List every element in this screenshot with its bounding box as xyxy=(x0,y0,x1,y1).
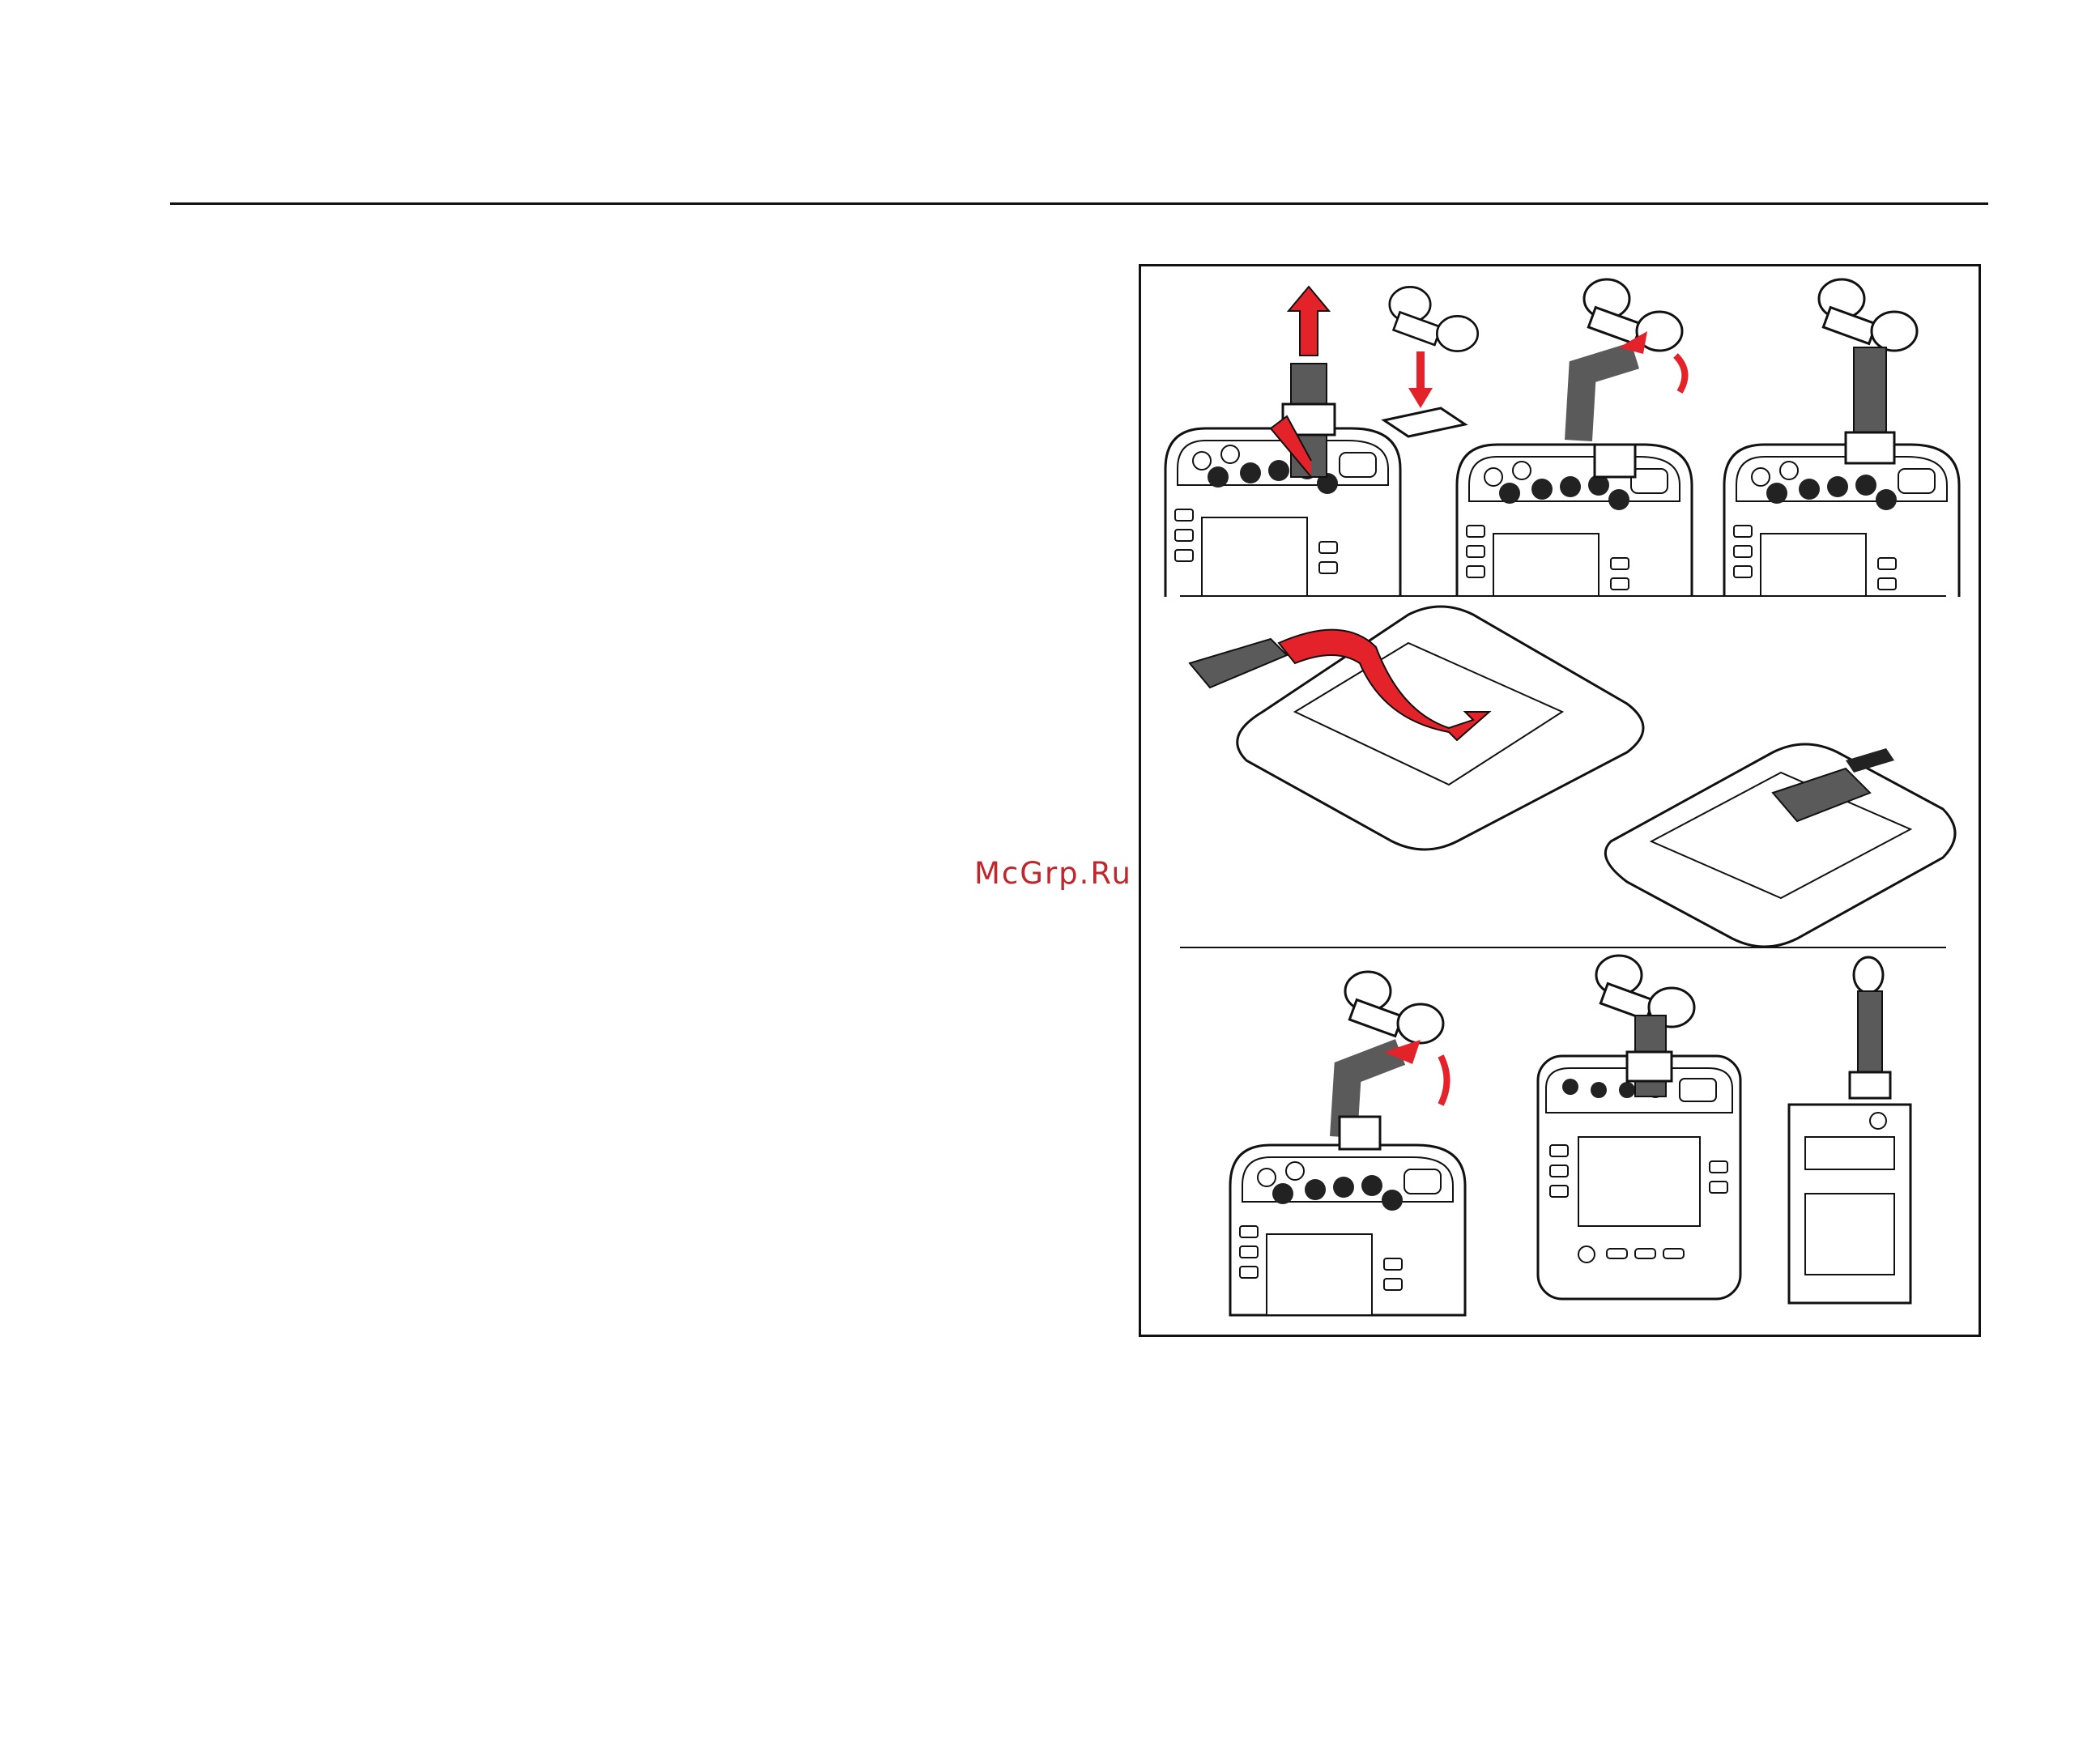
panel-divider-2 xyxy=(1180,947,1946,948)
header-rule xyxy=(170,202,1988,205)
strap-attachment-figure xyxy=(1139,264,1981,1337)
watermark: McGrp.Ru xyxy=(974,856,1132,891)
panel-bottom xyxy=(1141,951,1981,1331)
panel-divider-1 xyxy=(1180,595,1946,597)
panel-middle xyxy=(1141,598,1981,955)
panel-top xyxy=(1141,266,1981,597)
